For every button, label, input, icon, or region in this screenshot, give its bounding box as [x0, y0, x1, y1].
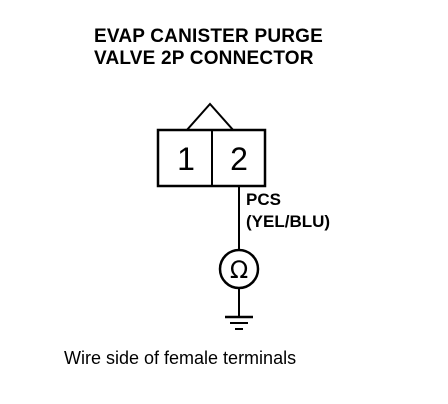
- connector-lock-tab: [185, 102, 235, 132]
- terminal-1-label: 1: [177, 141, 195, 177]
- diagram-caption: Wire side of female terminals: [64, 348, 297, 368]
- wire-signal-label: PCS: [246, 190, 281, 209]
- ground-icon: [225, 315, 253, 330]
- title-line-1: EVAP CANISTER PURGE: [94, 26, 324, 47]
- ohm-symbol: Ω: [230, 256, 248, 284]
- wire-color-label: (YEL/BLU): [246, 212, 331, 231]
- title-line-2: VALVE 2P CONNECTOR: [94, 48, 314, 69]
- terminal-2-label: 2: [230, 141, 248, 177]
